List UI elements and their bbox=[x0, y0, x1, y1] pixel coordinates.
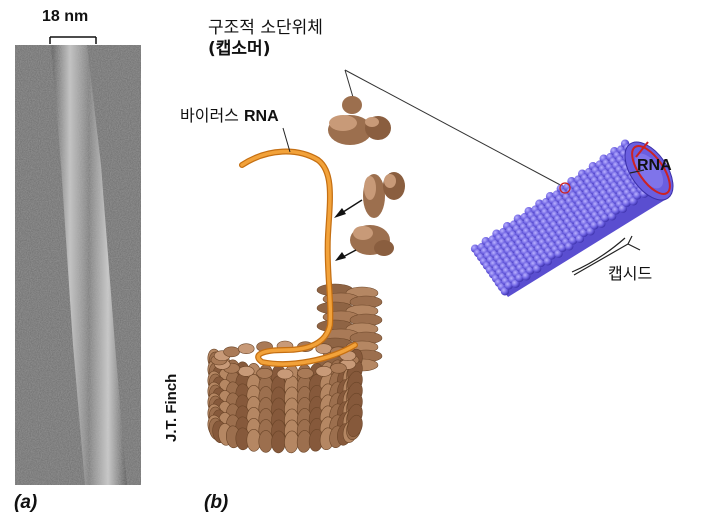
capsomere-bead bbox=[500, 287, 510, 296]
capsomere-marker-circle bbox=[559, 182, 571, 194]
capsomere-bead bbox=[547, 251, 556, 260]
capsomere-unit bbox=[237, 365, 255, 377]
viral-rna-strand bbox=[239, 127, 358, 367]
capsomere-label-line1: 구조적 소단위체 bbox=[208, 18, 323, 38]
capsomere-bead bbox=[590, 221, 599, 230]
image-credit: J.T. Finch bbox=[163, 373, 180, 442]
rna-helix-ring bbox=[629, 141, 671, 195]
viral-rna-label: 바이러스 RNA bbox=[180, 102, 279, 126]
capsomere-unit bbox=[237, 343, 255, 355]
scale-bar-label: 18 nm bbox=[42, 8, 89, 25]
capsomere-bead bbox=[565, 242, 574, 251]
capsid-bracket bbox=[571, 235, 641, 276]
capsomere-unit bbox=[297, 367, 314, 379]
micrograph-image bbox=[15, 45, 141, 485]
capsomere-bead bbox=[601, 213, 610, 223]
capsomere-unit bbox=[256, 367, 273, 379]
capsomere-unit bbox=[347, 414, 363, 438]
free-capsomeres bbox=[328, 96, 405, 256]
capsomere-bead bbox=[536, 258, 546, 268]
capsomere-bead bbox=[515, 273, 524, 283]
capsomere-bead bbox=[526, 266, 535, 275]
capsid-label: 캡시드 bbox=[608, 264, 653, 283]
viral-rna-label-suffix: RNA bbox=[243, 108, 279, 125]
capsomere-unit bbox=[315, 365, 333, 377]
arrow-to-rna-1 bbox=[334, 199, 363, 218]
capsomere-assembly bbox=[207, 283, 383, 454]
panel-a-label: (a) bbox=[14, 492, 38, 513]
capsomere-bead bbox=[622, 198, 631, 208]
viral-rna-label-prefix: 바이러스 bbox=[180, 106, 244, 125]
capsomere-label-line2: (캡소머) bbox=[208, 39, 271, 59]
capsomere-free-3 bbox=[350, 225, 394, 256]
capsomere-bead bbox=[511, 279, 520, 288]
capsomere-bead bbox=[522, 272, 531, 281]
capsomere-bead bbox=[611, 206, 621, 215]
capsomere-unit bbox=[223, 346, 240, 358]
capsomere-bead bbox=[633, 191, 642, 200]
capsomere-bead bbox=[575, 234, 585, 243]
capsomere-free-2 bbox=[363, 172, 405, 218]
capsomere-free-1 bbox=[328, 96, 391, 145]
scale-bar bbox=[49, 36, 97, 44]
capsomere-unit bbox=[330, 362, 347, 374]
arrow-to-rna-2 bbox=[335, 249, 357, 261]
capsomere-unit bbox=[258, 430, 274, 453]
rna-label: RNA bbox=[637, 157, 672, 174]
capsomere-bead bbox=[597, 219, 606, 228]
capsomere-unit bbox=[276, 368, 294, 380]
capsomere-bead bbox=[558, 243, 567, 253]
capsomere-label: 구조적 소단위체 (캡소머) bbox=[208, 18, 323, 60]
panel-b-label: (b) bbox=[204, 492, 229, 513]
electron-micrograph bbox=[15, 45, 141, 485]
capsomere-bead bbox=[586, 227, 595, 236]
